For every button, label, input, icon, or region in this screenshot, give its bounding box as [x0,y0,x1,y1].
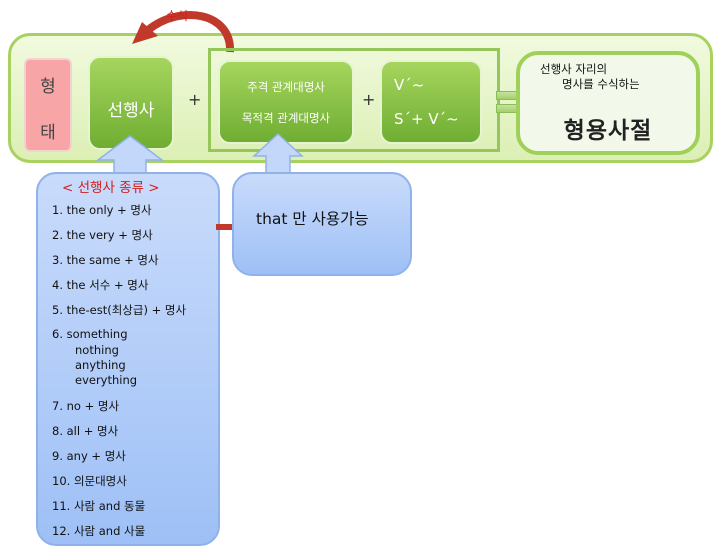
form-char-2: 태 [40,123,56,143]
list-item: 9. any + 명사 [52,449,126,463]
subject-rel-pronoun: 주격 관계대명사 [247,80,325,94]
list-item: 10. 의문대명사 [52,474,127,488]
antecedent-list-box [36,172,220,546]
list-subitem: everything [75,373,138,387]
list-item: 6. something [52,327,128,341]
relative-clause-outline [208,48,500,152]
plus-sign-2: + [362,90,376,109]
plus-sign-1: + [188,90,202,109]
antecedent-list-title: < 선행사 종류 > [62,180,160,196]
list-item: 7. no + 명사 [52,399,120,413]
that-only-text: that 만 사용가능 [256,210,369,228]
verb-box: V´~ S´+ V´~ [380,60,482,144]
list-subitem: anything [75,358,126,372]
verb-line-1: V´~ [394,76,425,94]
modify-curved-arrow [132,11,235,53]
list-item: 8. all + 명사 [52,424,119,438]
relative-pronoun-box: 주격 관계대명사 목적격 관계대명사 [218,60,354,144]
list-item: 5. the-est(최상급) + 명사 [52,303,187,317]
list-item: 11. 사람 and 동물 [52,499,146,513]
pronoun-up-arrow [252,132,304,176]
verb-line-2: S´+ V´~ [394,110,459,128]
modify-label: 수식 [166,9,189,23]
result-box: 선행사 자리의 명사를 수식하는 형용사절 [516,51,700,155]
list-item: 2. the very + 명사 [52,228,153,242]
list-item: 12. 사람 and 사물 [52,524,146,538]
list-item: 1. the only + 명사 [52,203,152,217]
list-subitem: nothing [75,343,119,357]
that-only-box: that 만 사용가능 [232,172,412,276]
form-box: 형 태 [24,58,72,152]
object-rel-pronoun: 목적격 관계대명사 [241,111,331,125]
result-title: 형용사절 [563,118,653,144]
antecedent-up-arrow [95,135,165,180]
form-char-1: 형 [40,77,56,97]
result-desc-2: 명사를 수식하는 [562,77,640,91]
list-item: 3. the same + 명사 [52,253,159,267]
antecedent-label: 선행사 [107,101,155,121]
list-item: 4. the 서수 + 명사 [52,278,149,292]
result-desc-1: 선행사 자리의 [540,62,608,76]
